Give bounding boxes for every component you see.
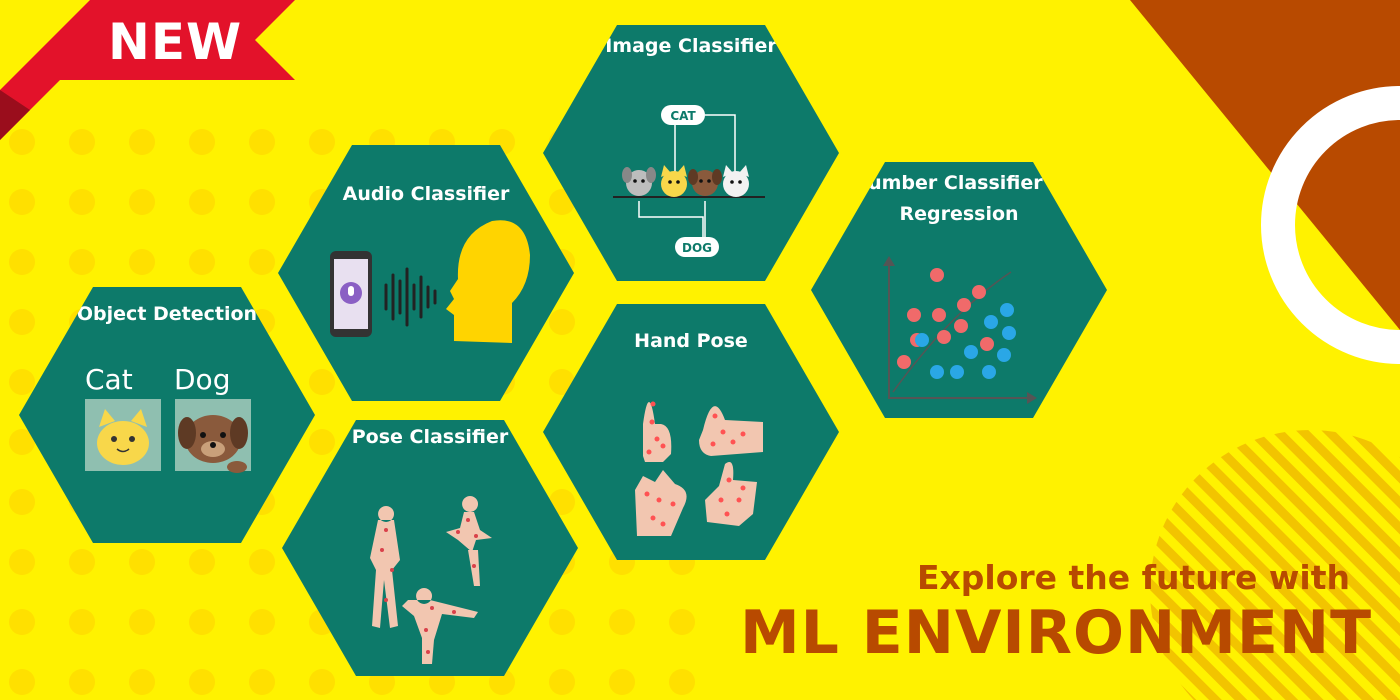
- ok-hand-icon: [635, 470, 687, 536]
- corner-triangle: [1130, 0, 1400, 330]
- blue-points: [915, 303, 1016, 379]
- head-silhouette-icon: [446, 220, 530, 343]
- white-cat-icon: [723, 165, 749, 197]
- standing-pose-icon: [370, 506, 400, 628]
- white-ring: [1261, 86, 1400, 364]
- yellow-cat-icon: [661, 165, 687, 197]
- ballet-pose-icon: [446, 496, 492, 586]
- card-title: Pose Classifier: [351, 426, 509, 448]
- thumbs-up-hand-icon: [699, 406, 763, 456]
- pose-keypoints: [380, 518, 478, 654]
- finger-gun-hand-icon: [705, 462, 757, 526]
- sound-wave-icon: [384, 267, 437, 327]
- grey-dog-icon: [622, 167, 656, 196]
- hand-pose-illustration: [635, 401, 763, 536]
- detection-label-dog: Dog: [174, 363, 231, 396]
- new-badge-label: NEW: [108, 13, 243, 71]
- hand-gestures: [635, 402, 763, 536]
- tagline: Explore the future with: [916, 558, 1350, 597]
- detection-illustration: [85, 399, 251, 473]
- dog-face-icon: [178, 415, 248, 473]
- cat-face-icon: [97, 409, 149, 465]
- detection-label-cat: Cat: [85, 363, 133, 396]
- headline: ML ENVIRONMENT: [739, 598, 1372, 668]
- scatter-illustration: [883, 256, 1037, 404]
- tag-dog: DOG: [682, 241, 712, 255]
- card-title: Hand Pose: [634, 330, 748, 352]
- red-points: [897, 268, 994, 369]
- brown-dog-icon: [688, 169, 722, 196]
- tag-cat: CAT: [670, 109, 696, 123]
- card-title: Number Classifier & Regression: [852, 172, 1066, 225]
- smartphone-icon: [330, 251, 372, 337]
- image-classifier-illustration: CAT DOG: [613, 105, 765, 257]
- audio-illustration: [330, 220, 530, 343]
- new-ribbon: [0, 0, 295, 140]
- card-title: Image Classifier: [605, 35, 777, 57]
- card-title: Audio Classifier: [342, 183, 510, 205]
- hand-keypoints: [644, 401, 746, 527]
- yoga-pose-icon: [402, 588, 478, 664]
- card-title: Object Detection: [76, 303, 258, 325]
- body-poses: [370, 496, 492, 664]
- pose-illustration: [370, 496, 492, 664]
